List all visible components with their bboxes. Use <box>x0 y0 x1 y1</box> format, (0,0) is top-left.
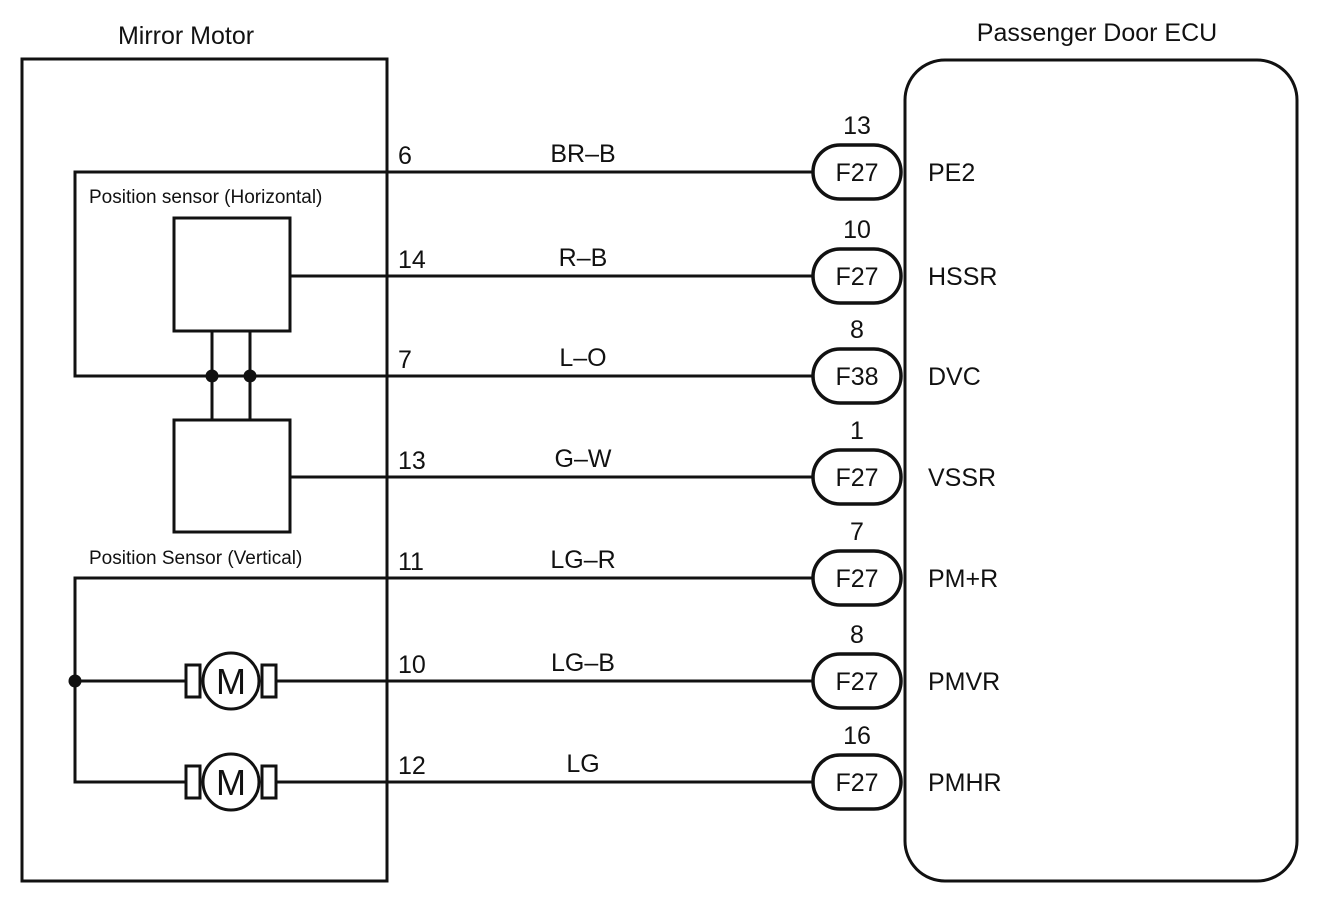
connector-shape <box>811 753 903 811</box>
ecu-signal-name: PE2 <box>928 159 975 187</box>
connector-id: F27 <box>835 263 878 291</box>
mirror-motor-vertical: M <box>184 651 278 711</box>
connector-id: F27 <box>835 464 878 492</box>
position-sensor-vertical <box>172 418 292 534</box>
connector-shape <box>811 143 903 201</box>
ecu-pin-number: 7 <box>850 518 864 546</box>
mirror-motor-horizontal: M <box>184 752 278 812</box>
ecu-pin-number: 1 <box>850 417 864 445</box>
mirror-motor-box <box>20 57 389 883</box>
ecu-signal-name: DVC <box>928 363 981 391</box>
wire-color-code: R–B <box>559 244 608 272</box>
motor-symbol: M <box>216 762 246 803</box>
connector-shape <box>811 549 903 607</box>
ecu-pin-number: 8 <box>850 621 864 649</box>
junction-dot <box>68 674 82 688</box>
mirror-pin-number: 14 <box>398 246 426 274</box>
wire-color-code: LG–R <box>550 546 615 574</box>
position-sensor-vertical-label: Position Sensor (Vertical) <box>89 548 302 569</box>
connector-id: F27 <box>835 668 878 696</box>
connector-shape <box>811 247 903 305</box>
motor-symbol: M <box>216 661 246 702</box>
connector-shape <box>811 652 903 710</box>
connector-id: F27 <box>835 159 878 187</box>
ecu-pin-number: 16 <box>843 722 871 750</box>
ecu-pin-number: 13 <box>843 112 871 140</box>
connector-shape <box>811 347 903 405</box>
ecu-pin-number: 10 <box>843 216 871 244</box>
position-sensor-horizontal-label: Position sensor (Horizontal) <box>89 187 322 208</box>
internal-wire-loop-top <box>73 170 387 378</box>
connector-id: F38 <box>835 363 878 391</box>
mirror-pin-number: 7 <box>398 346 412 374</box>
wire-color-code: BR–B <box>550 140 615 168</box>
ecu-box <box>903 58 1299 883</box>
mirror-motor-title: Mirror Motor <box>118 22 254 50</box>
ecu-pin-number: 8 <box>850 316 864 344</box>
ecu-signal-name: PMHR <box>928 769 1002 797</box>
junction-dot <box>205 369 219 383</box>
ecu-signal-name: VSSR <box>928 464 996 492</box>
ecu-title: Passenger Door ECU <box>977 19 1217 47</box>
wire-color-code: G–W <box>555 445 612 473</box>
ecu-signal-name: PM+R <box>928 565 998 593</box>
wire-color-code: LG–B <box>551 649 615 677</box>
ecu-signal-name: HSSR <box>928 263 997 291</box>
mirror-pin-number: 6 <box>398 142 412 170</box>
mirror-pin-number: 13 <box>398 447 426 475</box>
connector-shape <box>811 448 903 506</box>
mirror-pin-number: 12 <box>398 752 426 780</box>
connector-id: F27 <box>835 565 878 593</box>
wire-color-code: L–O <box>559 344 606 372</box>
position-sensor-horizontal <box>172 216 292 333</box>
mirror-pin-number: 10 <box>398 651 426 679</box>
wire-color-code: LG <box>566 750 599 778</box>
mirror-pin-number: 11 <box>398 548 424 576</box>
connector-id: F27 <box>835 769 878 797</box>
ecu-signal-name: PMVR <box>928 668 1000 696</box>
junction-dot <box>243 369 257 383</box>
